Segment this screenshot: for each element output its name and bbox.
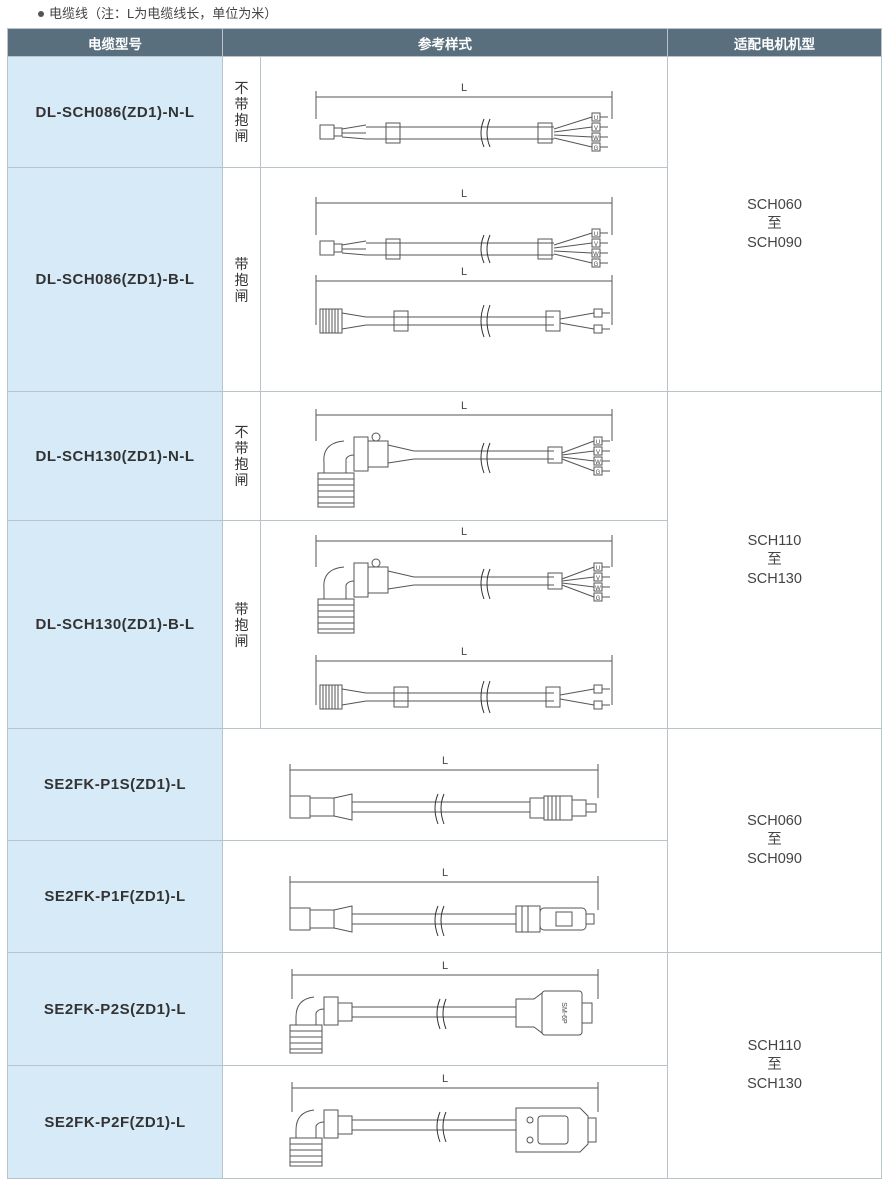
power-cable-diagram: L L U V W G [315,188,613,337]
cable-figure: L [222,840,668,953]
length-label: L [461,527,467,538]
pin-label: G [596,596,601,602]
pin-label: V [596,576,600,582]
angled-encoder-cable-diagram: L [289,1073,599,1167]
header-motor: 适配电机机型 [667,28,882,57]
pin-label: V [594,126,598,132]
power-cable-diagram: L U V W G [315,82,613,152]
table-row: DL-SCH130(ZD1)-N-L 不带抱闸 [7,391,882,729]
motor-from: SCH060 [747,813,802,829]
connector-label: SM-6P [560,1002,567,1024]
motor-from: SCH110 [747,532,802,549]
cable-note-text: 电缆线（注：L为电缆线长，单位为米） [49,6,278,21]
length-label: L [461,82,467,94]
angled-power-cable-diagram: L L U V W G [315,527,613,713]
pin-label: V [596,450,600,456]
cable-figure: L L U V W G [260,520,668,729]
table-row: DL-SCH086(ZD1)-B-L 带抱闸 [7,167,882,392]
motor-sep: 至 [767,1057,782,1073]
motor-to: SCH090 [747,234,802,251]
length-label: L [461,188,467,200]
cable-figure: L L U V W G [260,167,668,392]
encoder-cable-diagram: L [289,867,599,936]
motor-sep: 至 [767,215,782,232]
table-row: DL-SCH086(ZD1)-N-L 不带抱闸 L [7,56,882,392]
cable-figure: L U V W G [260,56,668,168]
cable-model: SE2FK-P2F(ZD1)-L [7,1065,223,1179]
motor-range: SCH110 至 SCH130 [667,391,882,729]
brake-type: 不带抱闸 [222,56,261,168]
brake-type: 带抱闸 [222,167,261,392]
motor-to: SCH090 [747,851,802,867]
header-model: 电缆型号 [7,28,223,57]
cable-figure: L [222,1065,668,1179]
cable-model: DL-SCH086(ZD1)-N-L [7,56,223,168]
motor-sep: 至 [767,551,782,568]
motor-sep: 至 [767,832,782,848]
pin-label: U [596,440,600,446]
pin-label: G [596,470,601,476]
brake-type-text: 不带抱闸 [234,424,249,488]
cable-model: DL-SCH130(ZD1)-N-L [7,391,223,521]
brake-type: 不带抱闸 [222,391,261,521]
cable-figure: L U V W G [260,391,668,521]
table-row: SE2FK-P2F(ZD1)-L [7,1065,882,1179]
pin-label: W [595,460,601,466]
motor-to: SCH130 [747,1076,802,1092]
length-label: L [461,266,467,278]
length-label: L [442,1073,448,1085]
pin-label: U [594,232,598,238]
motor-range: SCH060 至 SCH090 [667,728,882,953]
cable-model: SE2FK-P1F(ZD1)-L [7,840,223,953]
table-row: SE2FK-P2S(ZD1)-L L [7,952,882,1179]
brake-type-text: 带抱闸 [234,600,249,649]
motor-from: SCH060 [747,196,802,213]
cable-model: DL-SCH086(ZD1)-B-L [7,167,223,392]
pin-label: W [593,252,599,258]
pin-label: W [593,136,599,142]
encoder-cable-diagram: L [289,755,599,824]
motor-range: SCH110 至 SCH130 [667,952,882,1179]
length-label: L [461,646,467,658]
cable-figure: L SM-6P [222,952,668,1066]
cable-model: SE2FK-P2S(ZD1)-L [7,952,223,1066]
cable-model: SE2FK-P1S(ZD1)-L [7,728,223,841]
table-header-row: 电缆型号 参考样式 适配电机机型 [7,28,882,57]
cable-figure: L [222,728,668,841]
pin-label: W [595,586,601,592]
table-row: SE2FK-P1F(ZD1)-L L [7,840,882,953]
brake-type-text: 带抱闸 [234,255,249,304]
table-row: SE2FK-P1S(ZD1)-L L [7,728,882,953]
length-label: L [442,755,448,767]
motor-range: SCH060 至 SCH090 [667,56,882,392]
motor-from: SCH110 [747,1038,802,1054]
pin-label: U [596,566,600,572]
table-row: DL-SCH130(ZD1)-B-L 带抱闸 [7,520,882,729]
cable-model: DL-SCH130(ZD1)-B-L [7,520,223,729]
bullet-icon [38,10,44,17]
brake-type-text: 不带抱闸 [234,80,249,144]
cable-note: 电缆线（注：L为电缆线长，单位为米） [38,4,277,24]
brake-type: 带抱闸 [222,520,261,729]
pin-label: V [594,242,598,248]
angled-encoder-cable-diagram: L SM-6P [289,960,599,1054]
cable-table: 电缆型号 参考样式 适配电机机型 DL-SCH086(ZD1)-N-L 不带抱闸 [7,28,882,1179]
length-label: L [442,960,448,972]
pin-label: G [594,262,599,268]
header-style: 参考样式 [222,28,668,57]
angled-power-cable-diagram: L U V W G [315,400,613,508]
pin-label: U [594,116,598,122]
length-label: L [442,867,448,879]
motor-to: SCH130 [747,570,802,587]
length-label: L [461,400,467,412]
pin-label: G [594,146,599,152]
